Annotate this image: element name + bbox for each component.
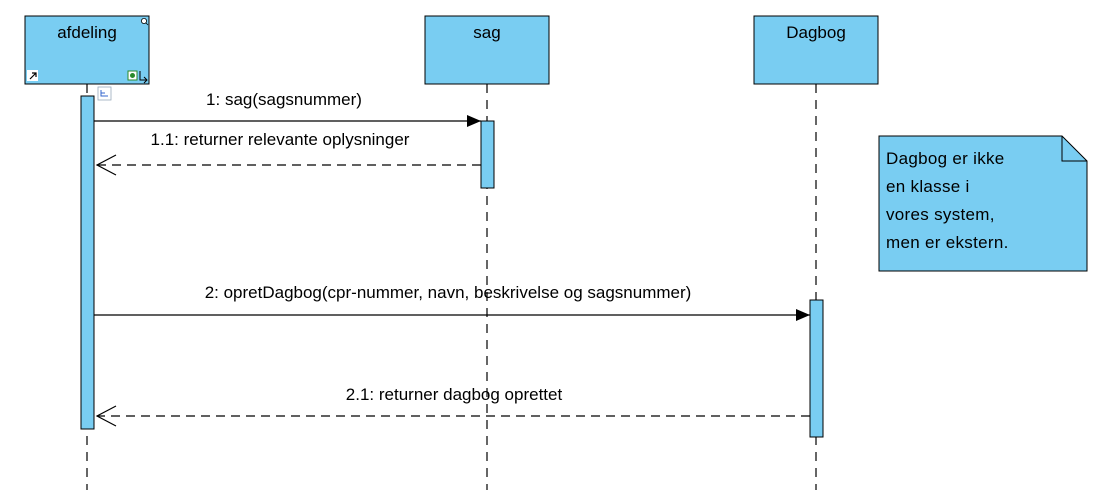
zoom-icon	[140, 17, 149, 26]
sequence-link-icon	[97, 86, 112, 101]
return-arrowhead-1-1	[95, 154, 117, 176]
activation-afdeling[interactable]	[80, 95, 95, 430]
lifeline-head-afdeling[interactable]: afdeling	[24, 15, 150, 85]
lifeline-head-dagbog[interactable]: Dagbog	[753, 15, 879, 85]
note[interactable]: Dagbog er ikke en klasse i vores system,…	[878, 135, 1088, 272]
message-label-2: 2: opretDagbog(cpr-nummer, navn, beskriv…	[205, 283, 692, 302]
model-element-icon	[127, 70, 148, 84]
return-arrowhead-2-1	[95, 405, 117, 427]
note-line-4: men er ekstern.	[886, 233, 1009, 252]
message-label-1: 1: sag(sagsnummer)	[206, 90, 362, 109]
message-label-1-1: 1.1: returner relevante oplysninger	[151, 130, 410, 149]
shortcut-arrow-icon	[27, 70, 38, 81]
message-label-2-1: 2.1: returner dagbog oprettet	[346, 385, 563, 404]
lifeline-label-dagbog: Dagbog	[786, 23, 846, 42]
note-line-2: en klasse i	[886, 177, 970, 196]
note-line-1: Dagbog er ikke	[886, 149, 1005, 168]
lifeline-label-sag: sag	[473, 23, 500, 42]
note-line-3: vores system,	[886, 205, 995, 224]
activation-sag[interactable]	[480, 120, 495, 189]
activation-dagbog[interactable]	[809, 299, 824, 438]
lifeline-label-afdeling: afdeling	[57, 23, 117, 42]
lifeline-head-sag[interactable]: sag	[424, 15, 550, 85]
